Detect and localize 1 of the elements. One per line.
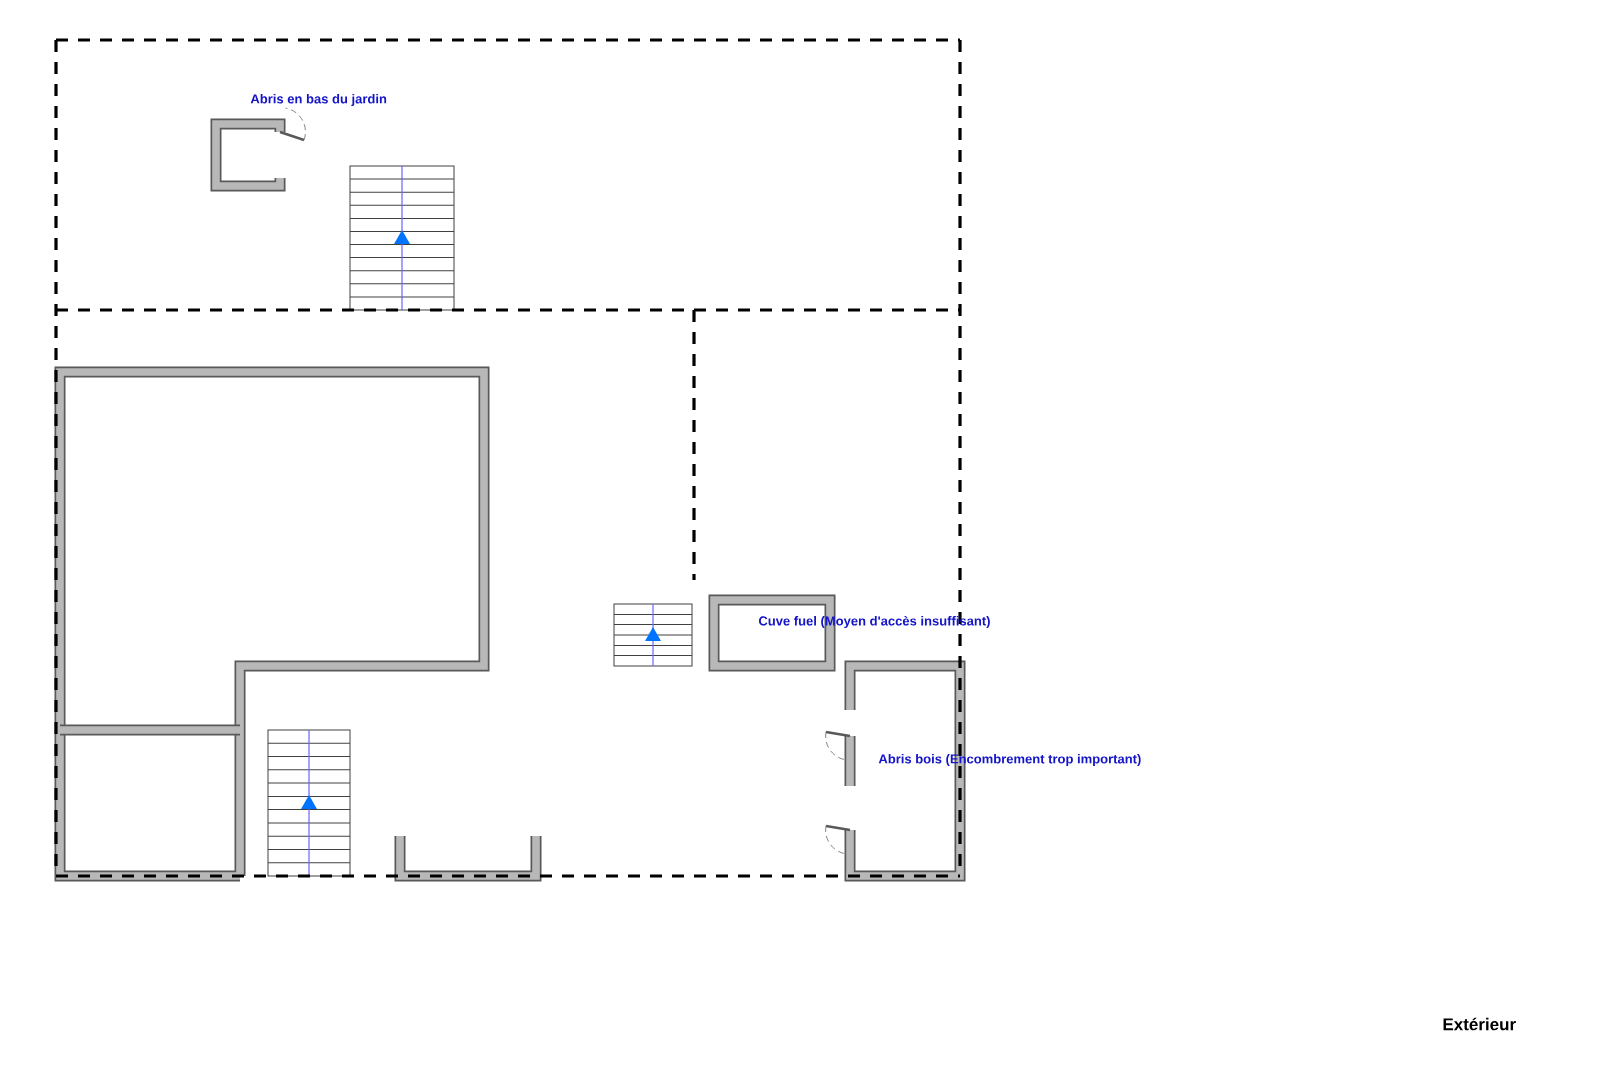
area-label: Extérieur: [1443, 1017, 1516, 1031]
